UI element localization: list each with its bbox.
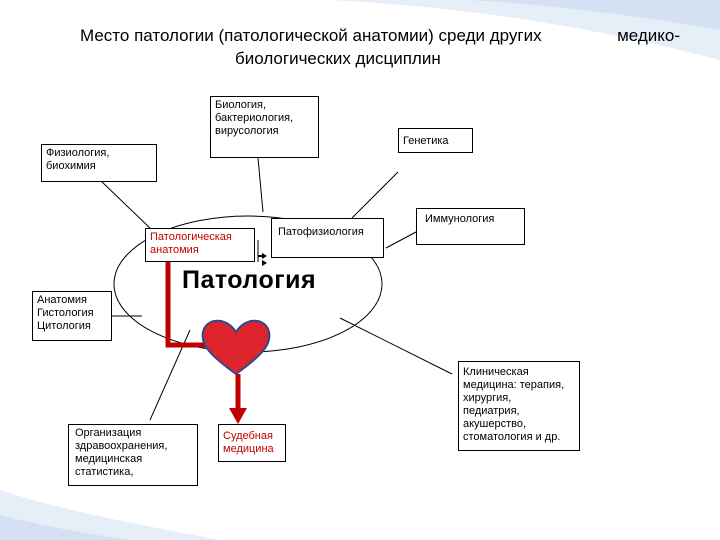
node-pathophysiology-label: Патофизиология: [278, 226, 364, 238]
red-arrowhead: [229, 408, 247, 424]
node-biology-line: Биология,: [215, 99, 267, 111]
connector-biology: [257, 157, 264, 213]
title-line2: биологических дисциплин: [235, 49, 441, 68]
node-physiology-line: Физиология,: [46, 147, 110, 159]
node-clinical-line: Клиническая: [463, 366, 529, 378]
node-forensic-line: Судебная: [223, 430, 273, 442]
node-physiology-line: биохимия: [46, 160, 96, 172]
node-clinical-line: медицина: терапия,: [463, 379, 565, 391]
node-immunology-label: Иммунология: [425, 213, 495, 225]
node-anatomy-line: Цитология: [37, 320, 91, 332]
node-path-anatomy-line: анатомия: [150, 244, 199, 256]
node-organization-line: Организация: [75, 427, 142, 439]
slide-title: Место патологии (патологической анатомии…: [80, 24, 680, 70]
node-physiology: Физиология, биохимия: [41, 144, 157, 182]
node-path-anatomy: Патологическая анатомия: [145, 228, 255, 262]
node-biology-line: вирусология: [215, 125, 279, 137]
node-anatomy: Анатомия Гистология Цитология: [32, 291, 112, 341]
node-clinical-line: педиатрия,: [463, 405, 520, 417]
node-forensic-line: медицина: [223, 443, 274, 455]
connector-genetics: [351, 171, 399, 219]
node-clinical-line: хирургия,: [463, 392, 512, 404]
title-line1-left: Место патологии (патологической анатомии…: [80, 26, 542, 45]
node-immunology: Иммунология: [416, 208, 525, 245]
node-path-anatomy-line: Патологическая: [150, 231, 232, 243]
node-biology-line: бактериология,: [215, 112, 294, 124]
node-organization-line: медицинская: [75, 453, 143, 465]
connector-immunology: [385, 231, 417, 249]
node-genetics-label: Генетика: [403, 135, 449, 147]
title-line1-right: медико-: [617, 26, 680, 45]
node-pathophysiology: Патофизиология: [271, 218, 384, 258]
node-genetics: Генетика: [398, 128, 473, 153]
center-label: Патология: [182, 266, 317, 294]
node-clinical: Клиническая медицина: терапия, хирургия,…: [458, 361, 580, 451]
node-biology: Биология, бактериология, вирусология: [210, 96, 319, 158]
node-anatomy-line: Анатомия: [37, 294, 87, 306]
connector-physiology: [99, 179, 153, 231]
connector-clinical: [339, 317, 453, 375]
node-organization: Организация здравоохранения, медицинская…: [68, 424, 198, 486]
node-forensic: Судебная медицина: [218, 424, 286, 462]
node-organization-line: статистика,: [75, 466, 134, 478]
node-anatomy-line: Гистология: [37, 307, 94, 319]
node-clinical-line: стоматология и др.: [463, 431, 561, 443]
node-clinical-line: акушерство,: [463, 418, 527, 430]
heart-icon: [201, 319, 271, 376]
node-organization-line: здравоохранения,: [75, 440, 168, 452]
